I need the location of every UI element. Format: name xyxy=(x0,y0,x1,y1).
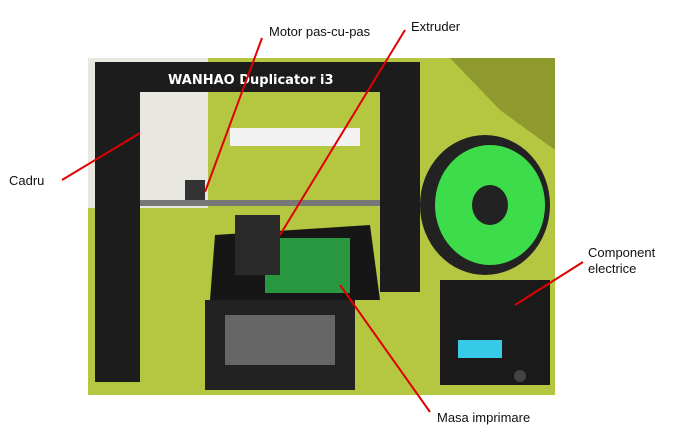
control-box xyxy=(440,280,550,385)
lcd-screen xyxy=(458,340,502,358)
label-component: Component electrice xyxy=(588,245,655,277)
label-masa: Masa imprimare xyxy=(437,410,531,425)
label-extruder: Extruder xyxy=(411,19,461,34)
power-strip xyxy=(230,128,360,146)
y-axis-base xyxy=(205,300,355,390)
label-component-line2: electrice xyxy=(588,261,637,276)
label-cadru: Cadru xyxy=(9,173,45,188)
printer-brand: WANHAO Duplicator i3 xyxy=(168,73,334,88)
label-component-line1: Component xyxy=(588,245,656,260)
extruder-block xyxy=(235,215,280,275)
leader-lines xyxy=(61,29,584,413)
frame-left xyxy=(95,62,140,382)
stepper-motor xyxy=(185,180,205,200)
laptop xyxy=(450,58,555,150)
frame-right xyxy=(380,62,420,292)
frame-top xyxy=(95,62,420,92)
label-motor: Motor pas-cu-pas xyxy=(269,24,371,39)
